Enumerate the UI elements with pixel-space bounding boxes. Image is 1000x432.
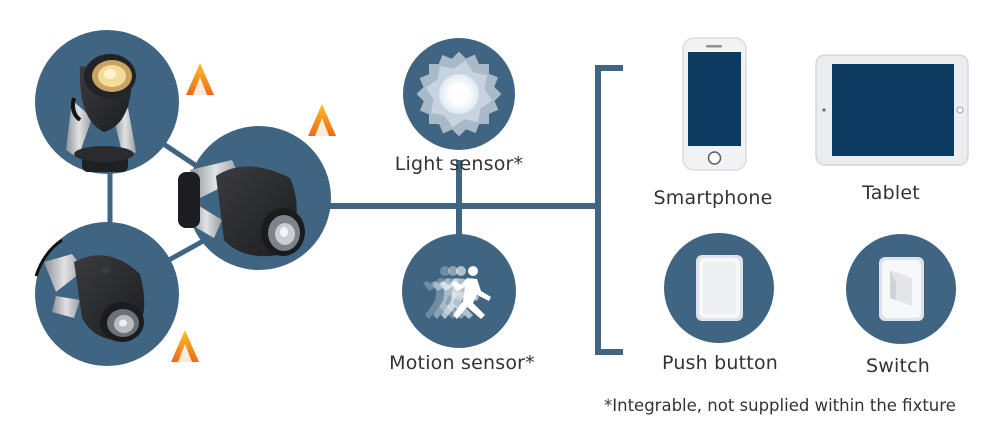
smartphone-label: Smartphone bbox=[653, 187, 773, 209]
light-sensor-label: Light sensor* bbox=[394, 153, 524, 175]
push-button-icon bbox=[696, 255, 743, 321]
tablet-label: Tablet bbox=[862, 182, 920, 204]
flame-icon-bottom bbox=[171, 330, 199, 362]
flame-icon-top bbox=[186, 63, 214, 95]
footnote: *Integrable, not supplied within the fix… bbox=[604, 396, 956, 415]
spotlight-icon bbox=[66, 54, 136, 172]
light-burst-icon bbox=[416, 51, 502, 137]
switch-label: Switch bbox=[865, 355, 931, 377]
flame-icon-middle bbox=[308, 104, 336, 136]
tablet-icon bbox=[815, 54, 969, 166]
push-button-label: Push button bbox=[661, 352, 779, 374]
smartphone-icon bbox=[682, 37, 747, 171]
spotlight-icon bbox=[178, 160, 305, 257]
motion-sensor-label: Motion sensor* bbox=[389, 352, 535, 374]
spotlight-icon bbox=[34, 238, 145, 342]
rocker-switch-icon bbox=[879, 257, 924, 321]
